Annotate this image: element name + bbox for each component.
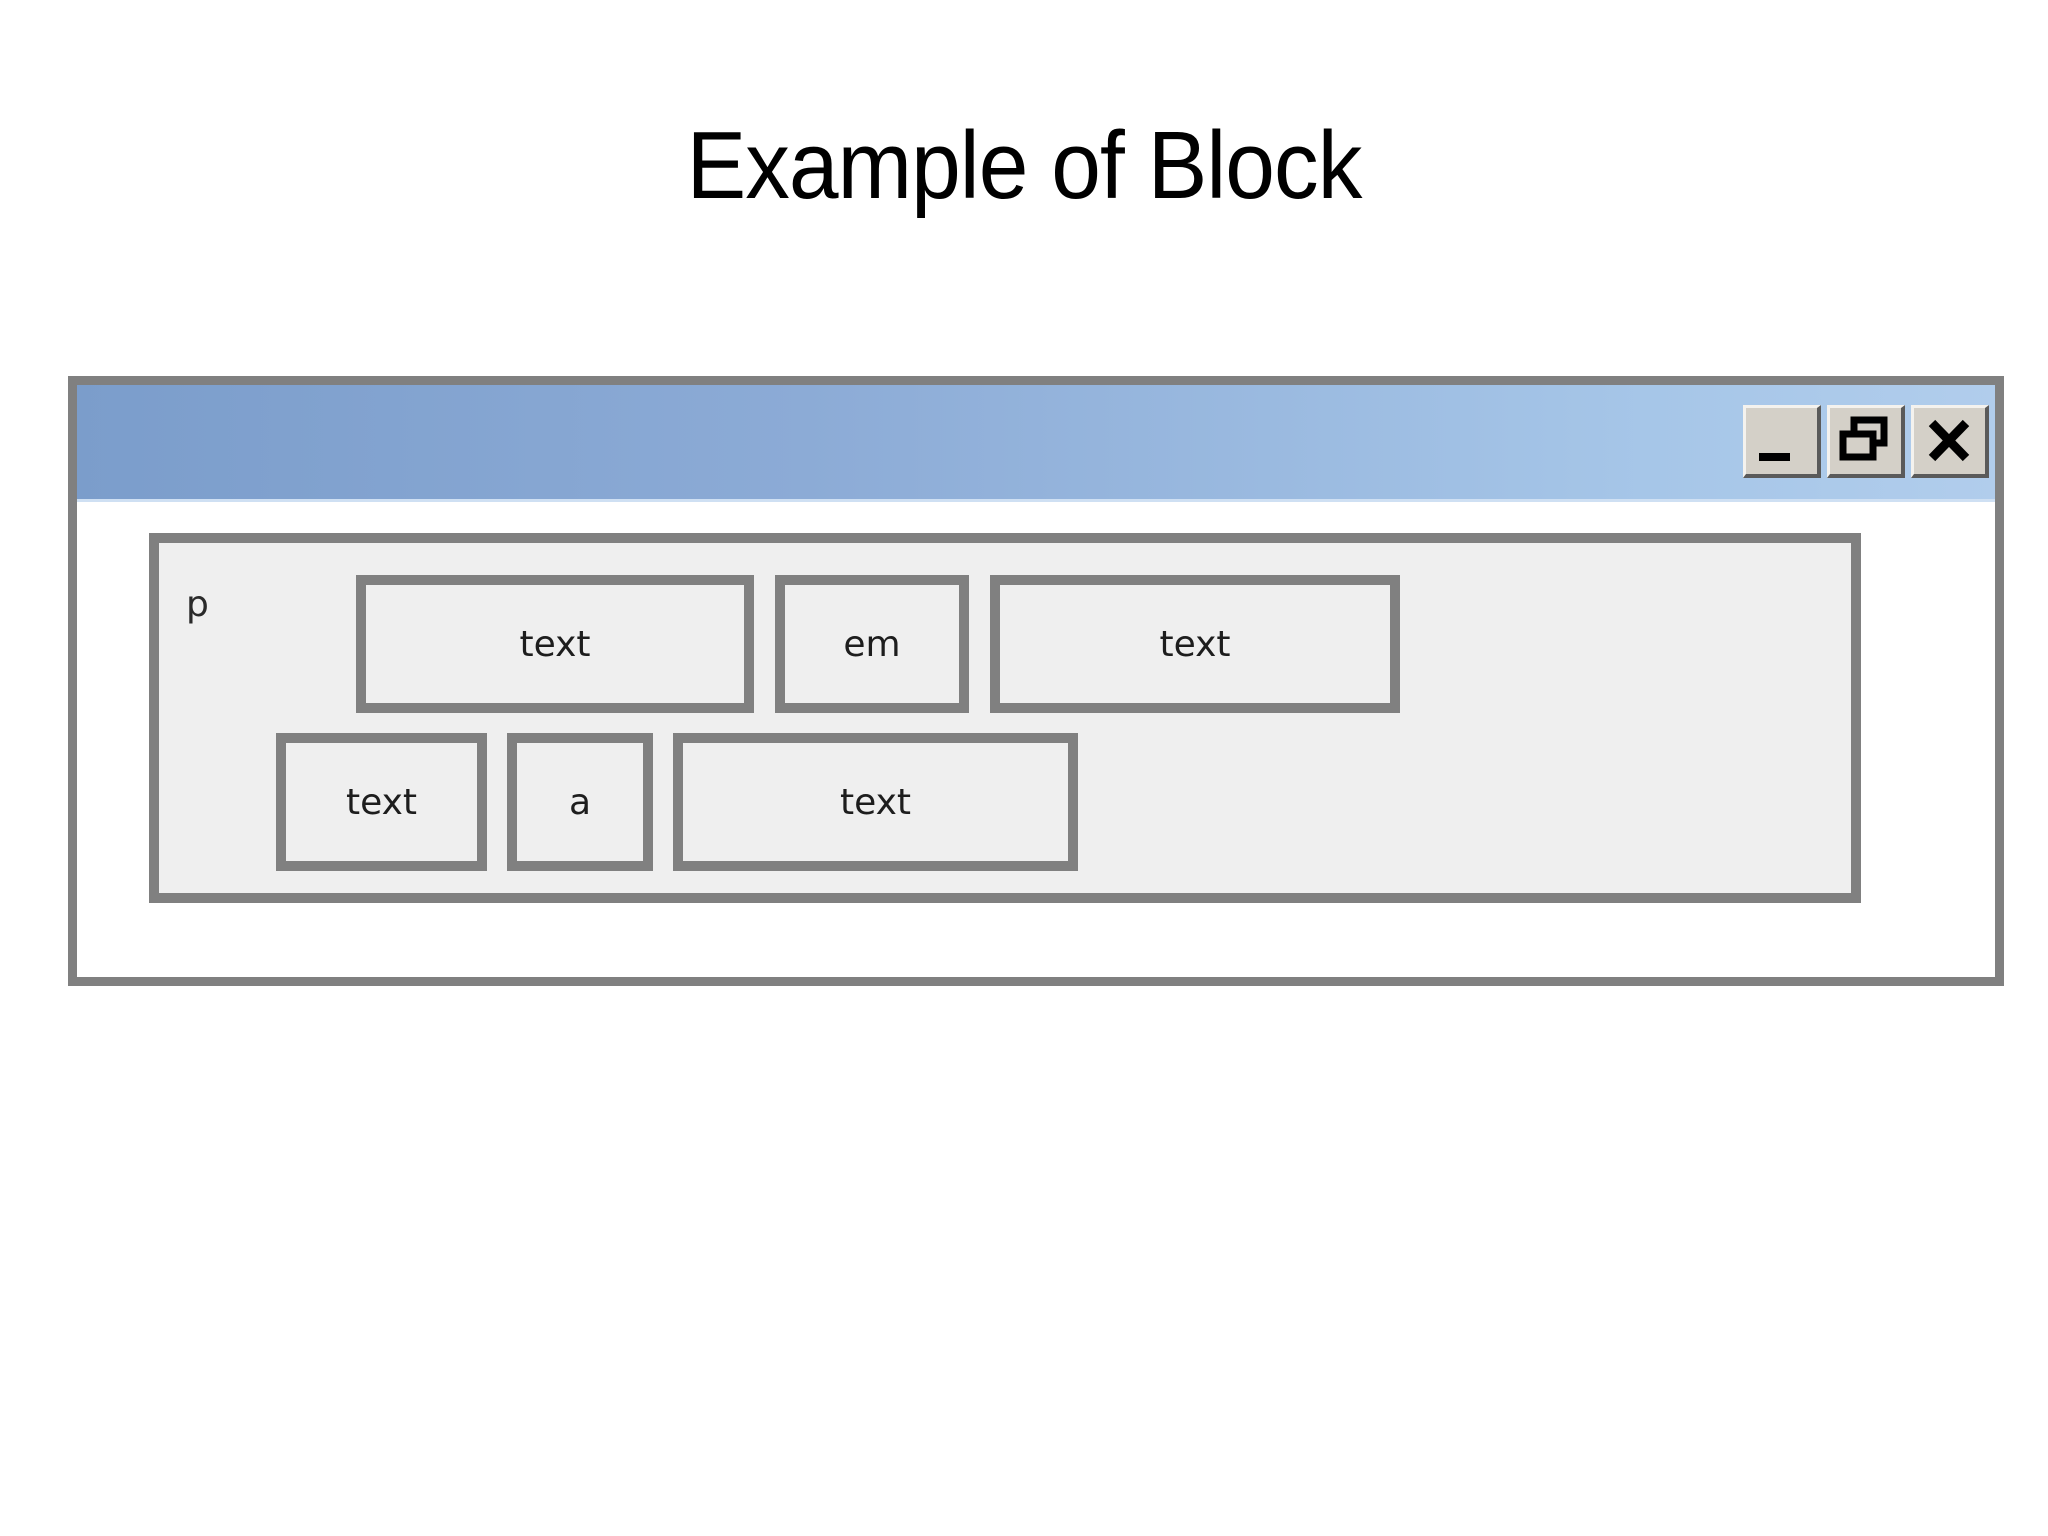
close-icon: [1928, 419, 1970, 462]
window-controls: [1743, 405, 1989, 478]
minimize-icon: [1759, 453, 1790, 461]
inline-box-text-2: text: [990, 575, 1400, 713]
inline-box-em: em: [775, 575, 969, 713]
block-label-p: p: [186, 584, 209, 625]
titlebar-highlight: [77, 499, 1995, 502]
page-title: Example of Block: [686, 112, 1363, 219]
block-rows: text em text text a text: [159, 543, 1851, 893]
close-button[interactable]: [1911, 405, 1989, 478]
inline-box-text-3: text: [276, 733, 487, 871]
application-window: p text em text text a text: [68, 376, 2004, 986]
inline-box-text-4: text: [673, 733, 1078, 871]
minimize-button[interactable]: [1743, 405, 1821, 478]
inline-box-a: a: [507, 733, 653, 871]
restore-button[interactable]: [1827, 405, 1905, 478]
window-titlebar[interactable]: [77, 385, 1995, 502]
block-container-p: p text em text text a text: [149, 533, 1861, 903]
block-row-2: text a text: [276, 733, 1078, 871]
block-row-1: text em text: [356, 575, 1400, 713]
restore-icon: [1839, 416, 1888, 461]
inline-box-text-1: text: [356, 575, 754, 713]
